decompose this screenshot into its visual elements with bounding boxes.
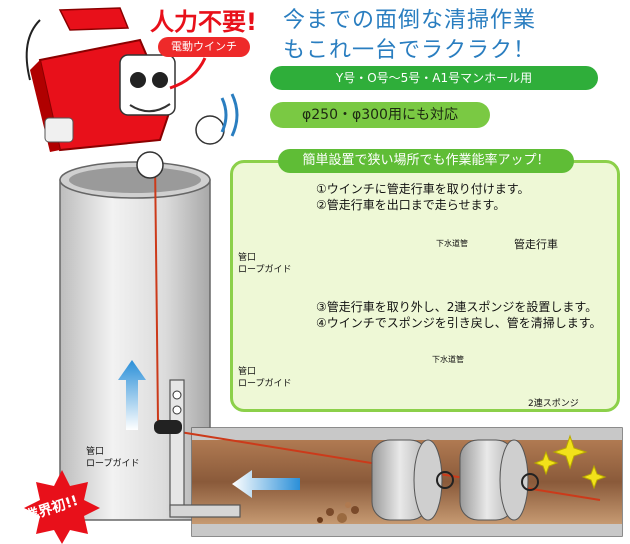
step-4-text: ④ウインチでスポンジを引き戻し、管を清掃します。	[316, 316, 602, 330]
guide-label-bottom-2: ロープガイド	[238, 379, 292, 389]
diameter-bar: φ250・φ300用にも対応	[270, 102, 490, 128]
vehicle-label: 管走行車	[514, 238, 558, 251]
sponge-label: 2連スポンジ	[528, 399, 579, 409]
process-panel	[230, 160, 620, 412]
step-2-text: ②管走行車を出口まで走らせます。	[316, 198, 506, 212]
manhole-type-bar: Y号・O号～5号・A1号マンホール用	[270, 66, 598, 90]
main-guide-label-2: ロープガイド	[86, 459, 140, 469]
motion-lines-icon	[220, 93, 239, 137]
step-3-text: ③管走行車を取り外し、2連スポンジを設置します。	[316, 300, 598, 314]
up-arrow-icon	[118, 360, 146, 430]
headline-line-1: 今までの面倒な清掃作業	[283, 8, 537, 33]
pipe-label-bottom: 下水道管	[432, 355, 464, 364]
motor-label: 電動ウインチ	[158, 37, 250, 57]
manhole-shaft	[59, 161, 211, 521]
guide-label-top-1: 管口	[238, 253, 257, 263]
pipe-label-top: 下水道管	[436, 239, 468, 248]
electric-winch	[25, 7, 225, 179]
guide-label-top-2: ロープガイド	[238, 265, 292, 275]
panel-header: 簡単設置で狭い場所でも作業能率アップ！	[278, 149, 574, 173]
headline-emphasis: 人力不要!	[150, 8, 257, 36]
left-arrow-icon	[232, 470, 300, 498]
headline-line-2: もこれ一台でラクラク！	[283, 38, 537, 63]
sponge-pair	[371, 439, 539, 521]
sparkle-icon	[533, 434, 607, 490]
main-rope-guide	[154, 379, 241, 518]
step-1-text: ①ウインチに管走行車を取り付けます。	[316, 182, 530, 196]
first-in-industry-badge	[24, 470, 100, 544]
main-guide-label-1: 管口	[86, 447, 105, 457]
guide-label-bottom-1: 管口	[238, 367, 257, 377]
